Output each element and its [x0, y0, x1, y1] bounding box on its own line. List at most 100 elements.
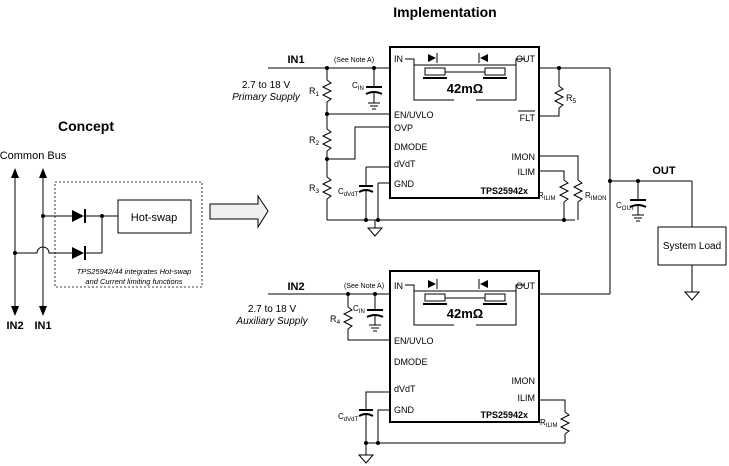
concept-title: Concept [58, 118, 114, 134]
bus-in2-arrow-down-icon [11, 306, 19, 316]
svg-text:R4: R4 [330, 314, 341, 326]
svg-text:CdVdT: CdVdT [338, 412, 358, 423]
big-right-arrow-icon [209, 194, 269, 229]
bottom-rilim-label: R [540, 418, 546, 427]
cout-sub: OUT [622, 206, 635, 212]
svg-text:RILIM: RILIM [540, 418, 557, 429]
top-pin-out: OUT [516, 54, 536, 64]
bottom-pin-dmode: DMODE [394, 357, 428, 367]
common-bus-label: Common Bus [0, 150, 67, 162]
concept-note-line2: and Current limiting functions [85, 277, 182, 286]
cout-label: C [616, 201, 622, 210]
top-pin-gnd: GND [394, 179, 415, 189]
r2-label: R [309, 135, 316, 145]
svg-text:CIN: CIN [353, 304, 365, 315]
bottom-cin-label: C [353, 304, 359, 313]
r1-label: R [309, 86, 316, 96]
bottom-cin-ground-icon [369, 324, 381, 332]
top-cin-label: C [352, 81, 358, 90]
svg-text:R2: R2 [309, 135, 320, 147]
top-cin-sub: IN [358, 86, 364, 92]
svg-text:CIN: CIN [352, 81, 364, 92]
rimon-sub: IMON [591, 196, 607, 202]
out-label: OUT [652, 165, 676, 177]
bottom-main-ground-icon [357, 454, 375, 464]
rimon-label: R [585, 191, 591, 200]
bottom-pin-out: OUT [516, 281, 536, 291]
bottom-cin-sub: IN [359, 309, 365, 315]
bottom-pin-ilim: ILIM [517, 393, 535, 403]
r3-sub: 3 [316, 188, 320, 195]
svg-text:R1: R1 [309, 86, 320, 98]
cout-ground-icon [632, 214, 644, 222]
top-pin-in: IN [394, 54, 403, 64]
bottom-fet-pair-icon [405, 279, 525, 326]
bus-in1-arrow-down-icon [39, 306, 47, 316]
bottom-chip-body [389, 270, 540, 423]
r3-label: R [309, 183, 316, 193]
concept-dashed-box [54, 181, 203, 288]
bottom-in2-label: IN2 [287, 281, 304, 293]
svg-text:RIMON: RIMON [585, 191, 606, 202]
concept-diagram: Common Bus IN2 IN1 Hot-swap TPS25942/44 [0, 150, 203, 332]
bottom-pin-dvdt: dVdT [394, 384, 416, 394]
bottom-voltage: 2.7 to 18 V [248, 304, 297, 315]
load-ground-icon [683, 291, 701, 301]
output-section: OUT COUT System Load [608, 68, 727, 301]
bottom-pin-gnd: GND [394, 405, 415, 415]
implementation-title: Implementation [393, 4, 496, 20]
r5-resistor-icon [553, 85, 565, 109]
top-cdvdt-sub: dVdT [344, 192, 359, 198]
top-pin-en: EN/UVLO [394, 110, 434, 120]
top-rilim-resistor-icon [558, 179, 570, 203]
r4-label: R [330, 314, 337, 324]
top-rilim-sub: ILIM [544, 196, 556, 202]
bottom-pin-in: IN [394, 281, 403, 291]
bus-in2-label: IN2 [6, 320, 23, 332]
bottom-channel: IN2 (See Note A) 2.7 to 18 V Auxiliary S… [235, 270, 610, 464]
svg-text:CdVdT: CdVdT [338, 187, 358, 198]
bottom-cdvdt-sub: dVdT [344, 417, 359, 423]
bottom-pin-en: EN/UVLO [394, 336, 434, 346]
rimon-resistor-icon [572, 179, 584, 203]
top-supply: Primary Supply [232, 92, 301, 103]
bottom-see-note: (See Note A) [344, 283, 384, 290]
top-pin-ovp: OVP [394, 123, 413, 133]
hot-swap-label: Hot-swap [131, 212, 177, 224]
top-rilim-label: R [538, 191, 544, 200]
r3-resistor-icon [321, 176, 333, 200]
bottom-chip-name: TPS25942x [480, 410, 528, 420]
top-see-note: (See Note A) [334, 57, 374, 64]
bus-in1-label: IN1 [34, 320, 51, 332]
bus-in2-arrow-up-icon [11, 168, 19, 178]
r4-sub: 4 [337, 319, 341, 326]
r5-label: R [566, 93, 573, 103]
svg-text:RILIM: RILIM [538, 191, 555, 202]
r2-resistor-icon [321, 128, 333, 152]
top-pin-imon: IMON [512, 152, 536, 162]
r2-sub: 2 [316, 140, 320, 147]
bus-in1-arrow-up-icon [39, 168, 47, 178]
svg-text:R3: R3 [309, 183, 320, 195]
top-pin-dmode: DMODE [394, 142, 428, 152]
top-main-ground-icon [366, 227, 384, 237]
bottom-rilim-resistor-icon [559, 411, 571, 435]
svg-text:R5: R5 [566, 93, 577, 105]
top-voltage: 2.7 to 18 V [242, 80, 291, 91]
bottom-rilim-sub: ILIM [546, 423, 558, 429]
r1-resistor-icon [321, 79, 333, 103]
top-pin-flt: FLT [520, 113, 536, 123]
bottom-supply: Auxiliary Supply [235, 316, 308, 327]
top-in1-label: IN1 [287, 54, 304, 66]
bottom-chip-resistance: 42mΩ [447, 306, 483, 321]
bottom-cdvdt-label: C [338, 412, 344, 421]
r5-sub: 5 [573, 98, 577, 105]
top-fet-pair-icon [405, 53, 525, 101]
top-channel: IN1 (See Note A) 2.7 to 18 V Primary Sup… [232, 46, 610, 237]
concept-diode-2-icon [72, 246, 86, 260]
system-load-label: System Load [663, 241, 721, 252]
svg-text:COUT: COUT [616, 201, 635, 212]
concept-diode-1-icon [72, 209, 86, 223]
top-cdvdt-label: C [338, 187, 344, 196]
